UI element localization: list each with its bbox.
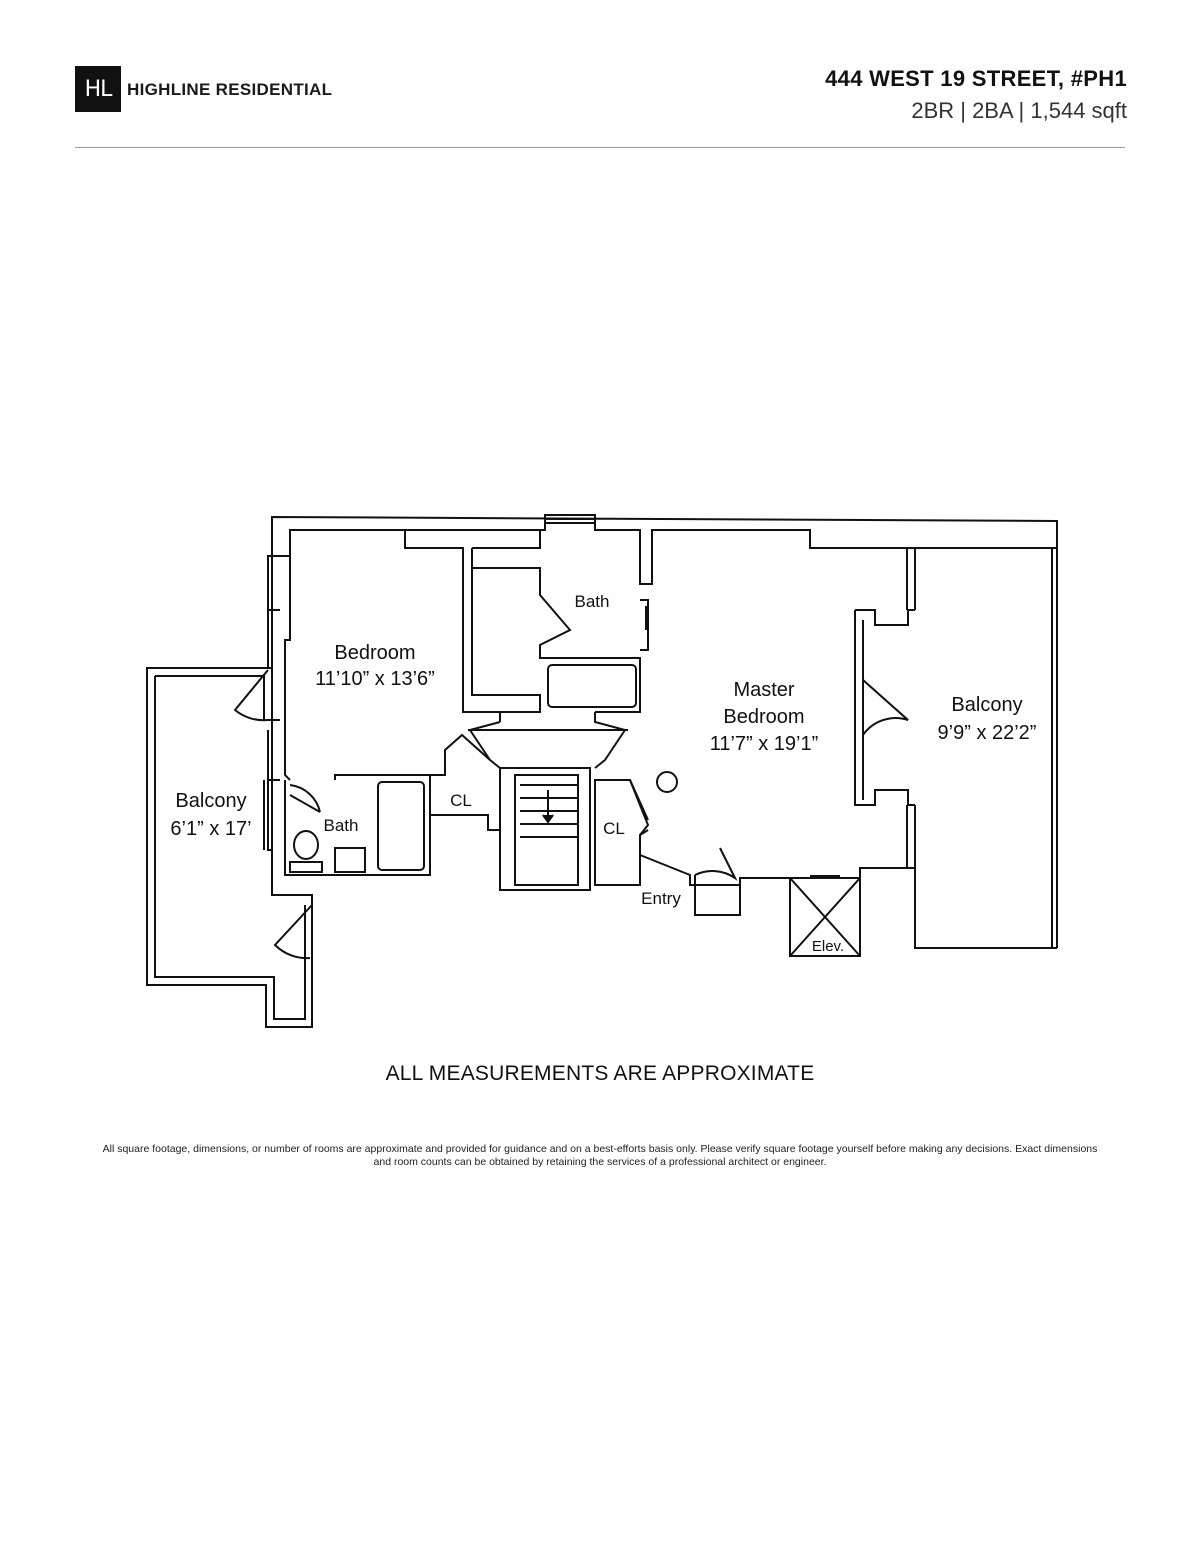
dims-balcony-right: 9’9” x 22’2”: [938, 722, 1037, 744]
label-balcony-right: Balcony: [951, 694, 1022, 716]
label-master-2: Bedroom: [723, 706, 804, 728]
label-entry: Entry: [641, 889, 681, 908]
property-address: 444 WEST 19 STREET, #PH1: [825, 66, 1127, 91]
label-balcony-left: Balcony: [175, 790, 246, 812]
bathtub: [377, 781, 425, 871]
dims-master: 11’7” x 19’1”: [710, 733, 819, 755]
label-elevator: Elev.: [812, 938, 844, 955]
label-closet-left: CL: [450, 791, 472, 810]
toilet: [293, 830, 319, 860]
label-bath-top: Bath: [575, 592, 610, 611]
window: [544, 514, 596, 524]
logo-text: HL: [84, 76, 113, 102]
label-closet-right: CL: [603, 819, 625, 838]
unit-perimeter: [146, 556, 313, 1028]
label-bath-left: Bath: [324, 816, 359, 835]
label-bedroom: Bedroom: [334, 642, 415, 664]
dims-bedroom: 11’10” x 13’6”: [315, 668, 435, 690]
stairs: [514, 774, 579, 886]
measurements-notice: ALL MEASUREMENTS ARE APPROXIMATE: [385, 1062, 815, 1085]
column: [656, 771, 678, 793]
brand-logo: HL: [75, 66, 121, 112]
elevator-shaft: [789, 877, 861, 957]
bathtub: [547, 664, 637, 708]
header-divider: [75, 147, 1125, 148]
disclaimer: All square footage, dimensions, or numbe…: [102, 1143, 1098, 1168]
outer-wall: [271, 515, 1058, 585]
label-master-1: Master: [733, 679, 794, 701]
property-summary: 2BR | 2BA | 1,544 sqft: [911, 98, 1127, 123]
brand-name: HIGHLINE RESIDENTIAL: [127, 80, 333, 99]
sink: [334, 847, 366, 873]
dims-balcony-left: 6’1” x 17’: [170, 818, 251, 840]
